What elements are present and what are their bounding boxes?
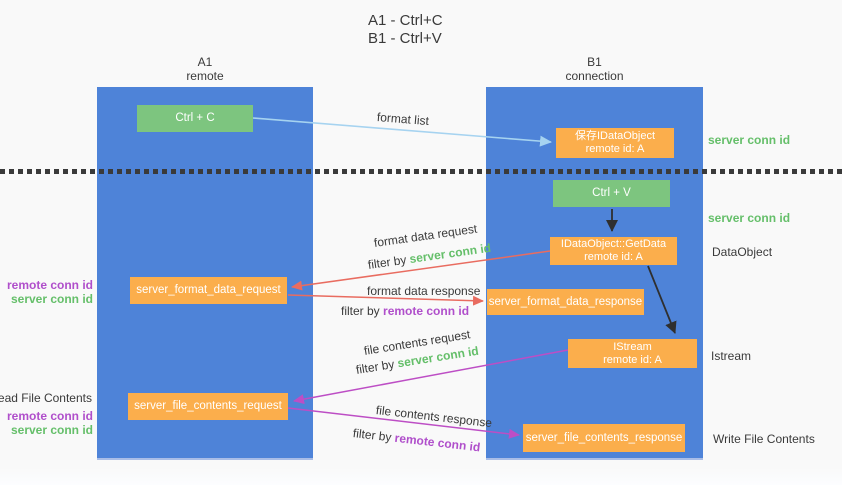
right-label-dataobject: DataObject	[712, 245, 773, 259]
remote-conn-id-text: remote conn id	[6, 409, 93, 423]
node-ctrl-c[interactable]: Ctrl + C	[137, 105, 253, 132]
filter-by-text: filter by	[352, 426, 393, 445]
lane-a1-subtitle: remote	[186, 69, 224, 83]
left-label-read-file-contents: Read File Contents	[0, 391, 92, 405]
right-label-istream: Istream	[711, 349, 752, 363]
remote-conn-id-text: remote conn id	[6, 278, 93, 292]
edge-label-format-list: format list	[376, 110, 430, 129]
lane-header-b1: B1 connection	[486, 55, 703, 83]
left-label-file-conn-ids: remote conn id server conn id	[7, 409, 93, 437]
lane-a1-name: A1	[197, 55, 213, 69]
lane-b1-subtitle: connection	[565, 69, 624, 83]
node-server-format-data-request[interactable]: server_format_data_request	[130, 277, 287, 304]
right-label-write-file-contents: Write File Contents	[713, 432, 815, 446]
filter-by-text: filter by	[354, 357, 396, 377]
node-istream[interactable]: IStream remote id: A	[568, 339, 697, 368]
edge-label-file-contents-response: file contents response	[375, 403, 493, 431]
node-server-format-data-response-label: server_format_data_response	[488, 295, 643, 308]
lane-b1-name: B1	[587, 55, 602, 69]
node-idataobject-getdata-line1: IDataObject::GetData	[560, 238, 667, 250]
node-istream-line2: remote id: A	[603, 353, 662, 366]
server-conn-id-text: server conn id	[408, 240, 492, 267]
title-line-a1: A1 - Ctrl+C	[368, 12, 443, 29]
edge-label-format-data-response: format data response	[367, 284, 481, 298]
node-ctrl-c-label: Ctrl + C	[175, 112, 215, 124]
node-idataobject-getdata[interactable]: IDataObject::GetData remote id: A	[550, 237, 677, 265]
right-label-server-conn-id-top: server conn id	[708, 133, 791, 147]
server-conn-id-text: server conn id	[10, 423, 93, 437]
node-save-idataobject-line1: 保存IDataObject	[574, 130, 656, 142]
edge-label-format-data-response-filter: filter by remote conn id	[341, 304, 469, 318]
node-server-format-data-request-label: server_format_data_request	[136, 284, 281, 296]
filter-by-text: filter by	[341, 304, 380, 318]
server-conn-id-text: server conn id	[10, 292, 93, 306]
node-server-file-contents-request-label: server_file_contents_request	[134, 400, 282, 412]
lane-header-a1: A1 remote	[97, 55, 313, 83]
node-ctrl-v[interactable]: Ctrl + V	[553, 180, 670, 207]
dotted-separator-line	[0, 169, 842, 174]
remote-conn-id-text: remote conn id	[383, 304, 470, 318]
node-server-format-data-response[interactable]: server_format_data_response	[487, 289, 644, 315]
node-save-idataobject[interactable]: 保存IDataObject remote id: A	[556, 128, 674, 158]
node-idataobject-getdata-line2: remote id: A	[584, 251, 643, 263]
node-server-file-contents-request[interactable]: server_file_contents_request	[128, 393, 288, 420]
filter-by-text: filter by	[367, 252, 408, 272]
node-server-file-contents-response-label: server_file_contents_response	[525, 431, 683, 444]
node-ctrl-v-label: Ctrl + V	[592, 187, 631, 199]
node-save-idataobject-line2: remote id: A	[585, 143, 645, 155]
node-server-file-contents-response[interactable]: server_file_contents_response	[523, 424, 685, 452]
node-istream-line1: IStream	[613, 340, 652, 353]
bottom-fade-decoration	[0, 467, 842, 485]
remote-conn-id-text: remote conn id	[393, 430, 482, 455]
left-label-format-conn-ids: remote conn id server conn id	[7, 278, 93, 306]
diagram-title: A1 - Ctrl+C B1 - Ctrl+V	[368, 12, 443, 48]
title-line-b1: B1 - Ctrl+V	[368, 30, 442, 47]
edge-label-file-contents-response-filter: filter by remote conn id	[352, 426, 481, 454]
right-label-server-conn-id-mid: server conn id	[708, 211, 791, 225]
